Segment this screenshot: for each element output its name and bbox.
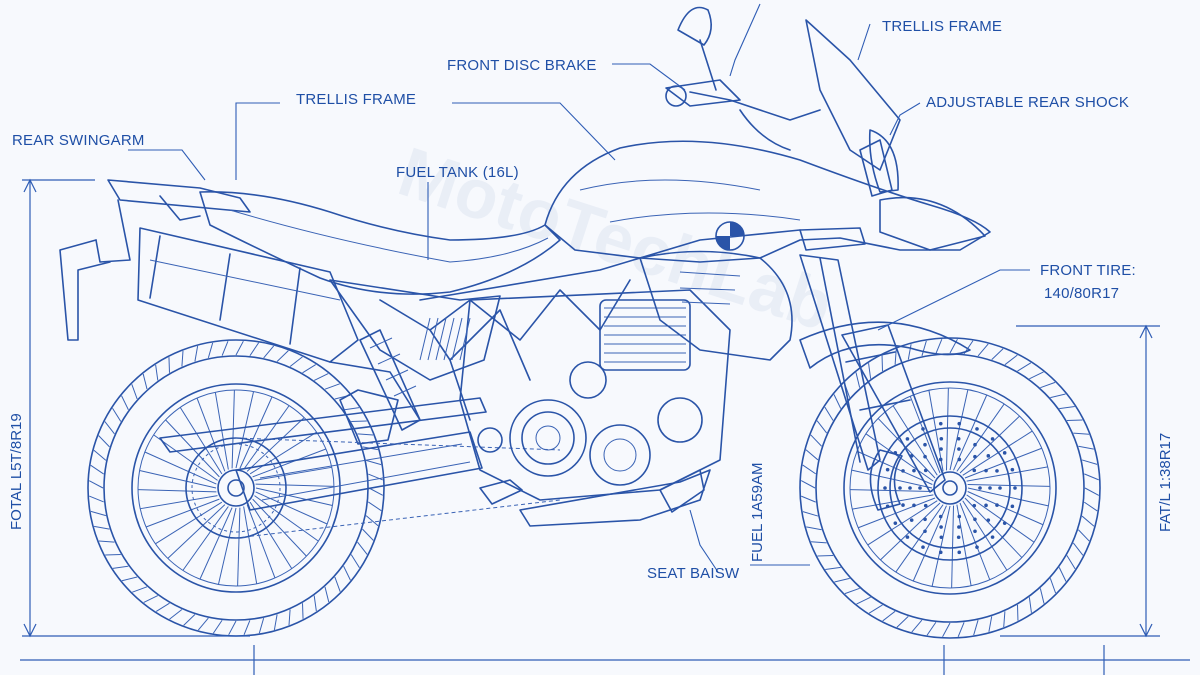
skid-plate <box>519 469 711 527</box>
front-wheel <box>799 337 1101 639</box>
rear-shock <box>359 329 421 431</box>
foot-peg <box>479 479 523 505</box>
side-panel <box>329 279 501 381</box>
leader-lines <box>128 3 1030 573</box>
swingarm <box>159 389 487 511</box>
front-fender <box>799 321 971 369</box>
front-brake-disc <box>869 415 1023 561</box>
rear-wheel <box>87 339 385 637</box>
trellis-frame <box>379 229 801 421</box>
tire-tread <box>88 338 1100 638</box>
dimension-label-left: FOTAL L5T/8R19 <box>8 413 25 530</box>
label-adjustable-rear-shock: ADJUSTABLE REAR SHOCK <box>926 94 1129 111</box>
side-panel-vents <box>419 317 471 361</box>
dimension-label-right: FAT/L 1:38R17 <box>1157 433 1174 532</box>
exhaust-muffler <box>137 227 421 421</box>
dimension-lines <box>20 178 1190 675</box>
mirror <box>677 6 717 91</box>
label-front-disc-brake: FRONT DISC BRAKE <box>447 57 597 74</box>
drive-chain <box>235 437 561 539</box>
rear-rack <box>59 179 251 341</box>
side-fairing <box>639 221 793 361</box>
label-trellis-frame-left: TRELLIS FRAME <box>296 91 416 108</box>
headlight <box>859 139 893 197</box>
label-fuel-basin-vertical: FUEL 1A59AM <box>749 463 766 563</box>
front-fork <box>799 227 946 493</box>
fuel-tank <box>544 140 991 263</box>
label-seat-basin: SEAT BAISW <box>647 565 740 582</box>
label-front-tire-line1: FRONT TIRE: <box>1040 262 1136 279</box>
label-rear-swingarm: REAR SWINGARM <box>12 132 145 149</box>
label-fuel-tank: FUEL TANK (16L) <box>396 164 519 181</box>
label-trellis-frame-right: TRELLIS FRAME <box>882 18 1002 35</box>
windscreen <box>805 19 901 193</box>
label-front-tire-line2: 140/80R17 <box>1044 285 1119 302</box>
handlebar <box>665 79 821 151</box>
front-beak <box>879 196 986 251</box>
rear-sprocket <box>185 437 287 539</box>
